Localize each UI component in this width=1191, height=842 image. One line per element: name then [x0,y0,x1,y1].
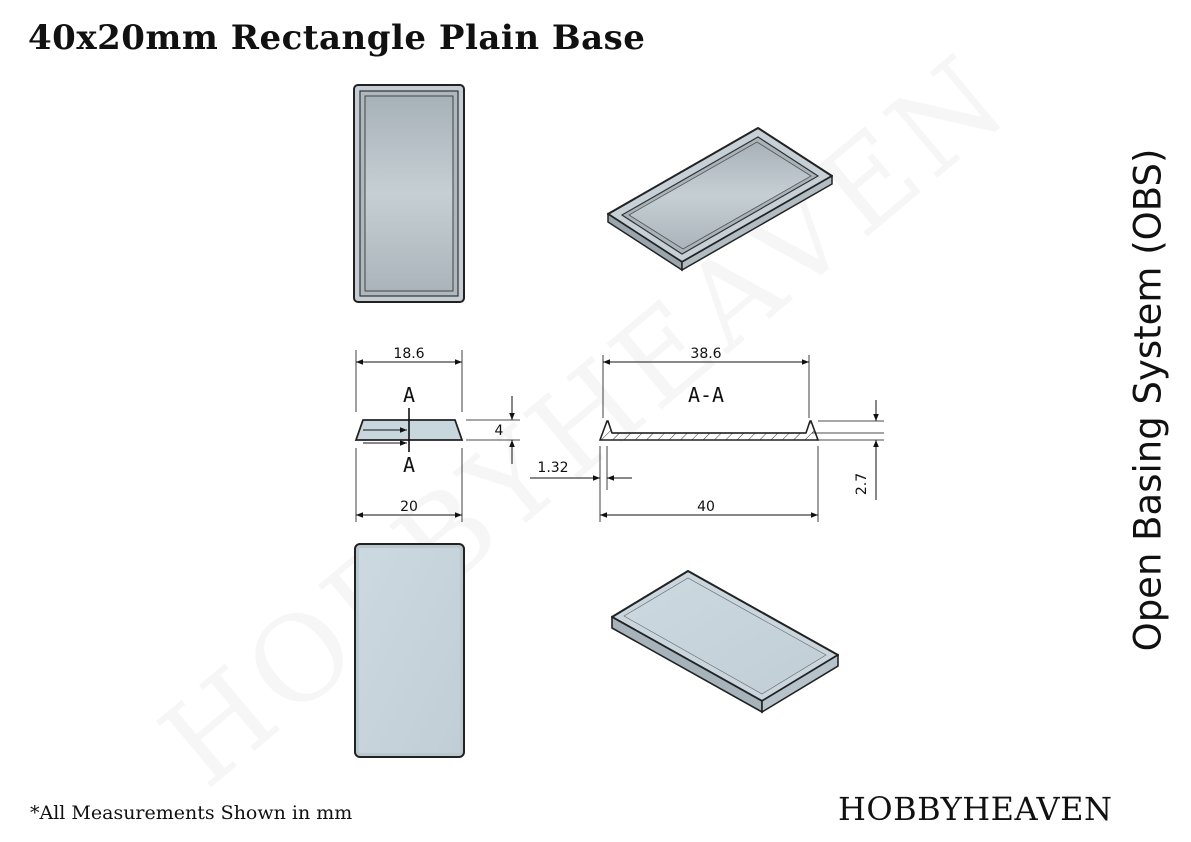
dim-bottom-width: 20 [400,499,418,515]
dim-top-width: 18.6 [393,346,424,362]
isometric-bottom-view [611,570,839,714]
page-title: 40x20mm Rectangle Plain Base [28,18,646,58]
dim-section-top-length: 38.6 [690,346,721,362]
side-label: Open Basing System (OBS) [1126,148,1170,652]
dim-section-bottom-length: 40 [697,499,715,515]
dim-rim-offset: 1.32 [537,460,568,476]
dim-recess-depth: 2.7 [854,473,870,495]
measurement-note: *All Measurements Shown in mm [30,802,353,824]
dim-height: 4 [495,423,504,439]
isometric-top-view [607,127,833,272]
section-marker-bottom: A [403,453,415,477]
section-view [530,355,884,522]
section-marker-top: A [403,383,415,407]
bottom-view [354,543,465,758]
section-view-label: A-A [688,383,724,407]
side-view [354,350,520,522]
brand-name: HOBBYHEAVEN [838,790,1113,828]
top-view [353,84,465,303]
